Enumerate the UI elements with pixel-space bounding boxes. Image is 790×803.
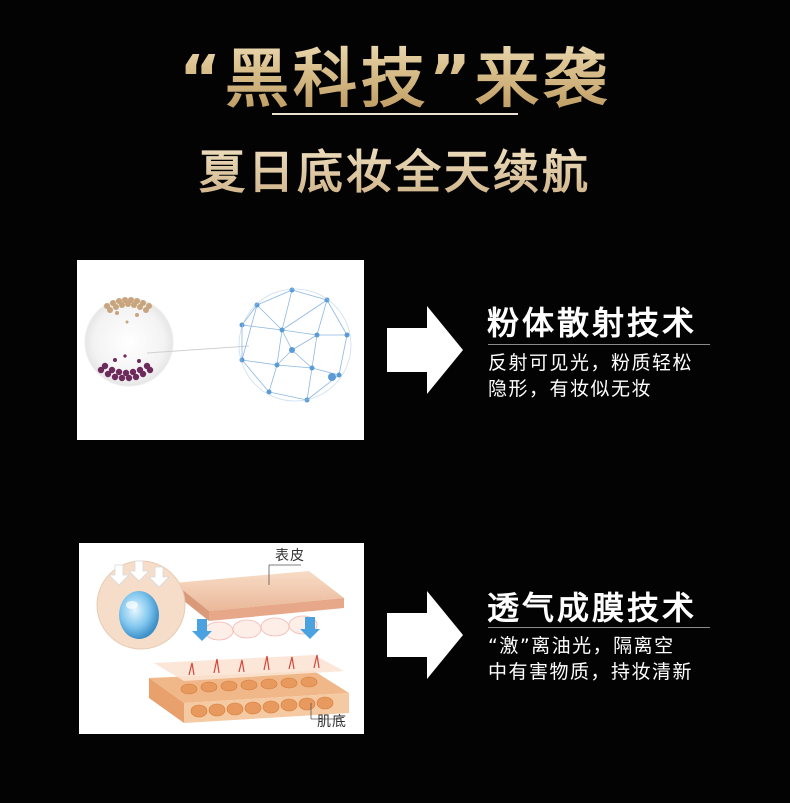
feature-title-powder: 粉体散射技术	[487, 304, 698, 342]
feature-desc-line: 反射可见光，粉质轻松	[488, 352, 694, 374]
feature-desc-line: “激”离油光，隔离空	[488, 635, 675, 657]
headline: “黑科技”来袭	[0, 28, 790, 120]
headline-divider	[272, 113, 518, 115]
feature-divider	[488, 627, 710, 628]
feature-desc-line: 中有害物质，持妆清新	[488, 661, 694, 683]
feature-desc-powder: 反射可见光，粉质轻松 隐形，有妆似无妆	[488, 350, 718, 402]
feature-title-film: 透气成膜技术	[487, 589, 698, 627]
arrow-right-icon	[387, 591, 463, 679]
feature-desc-line: 隐形，有妆似无妆	[488, 378, 653, 400]
feature-desc-film: “激”离油光，隔离空 中有害物质，持妆清新	[488, 633, 718, 685]
powder-scattering-illustration	[77, 260, 364, 440]
subheadline: 夏日底妆全天续航	[0, 136, 790, 202]
skin-layers-graphic	[96, 560, 349, 723]
powder-network-graphic	[84, 287, 352, 403]
label-skin-base: 肌底	[317, 714, 347, 730]
arrow-right-icon	[387, 306, 463, 394]
breathable-film-illustration: 表皮 肌底	[79, 543, 364, 734]
feature-divider	[488, 344, 710, 345]
label-epidermis: 表皮	[275, 548, 305, 564]
